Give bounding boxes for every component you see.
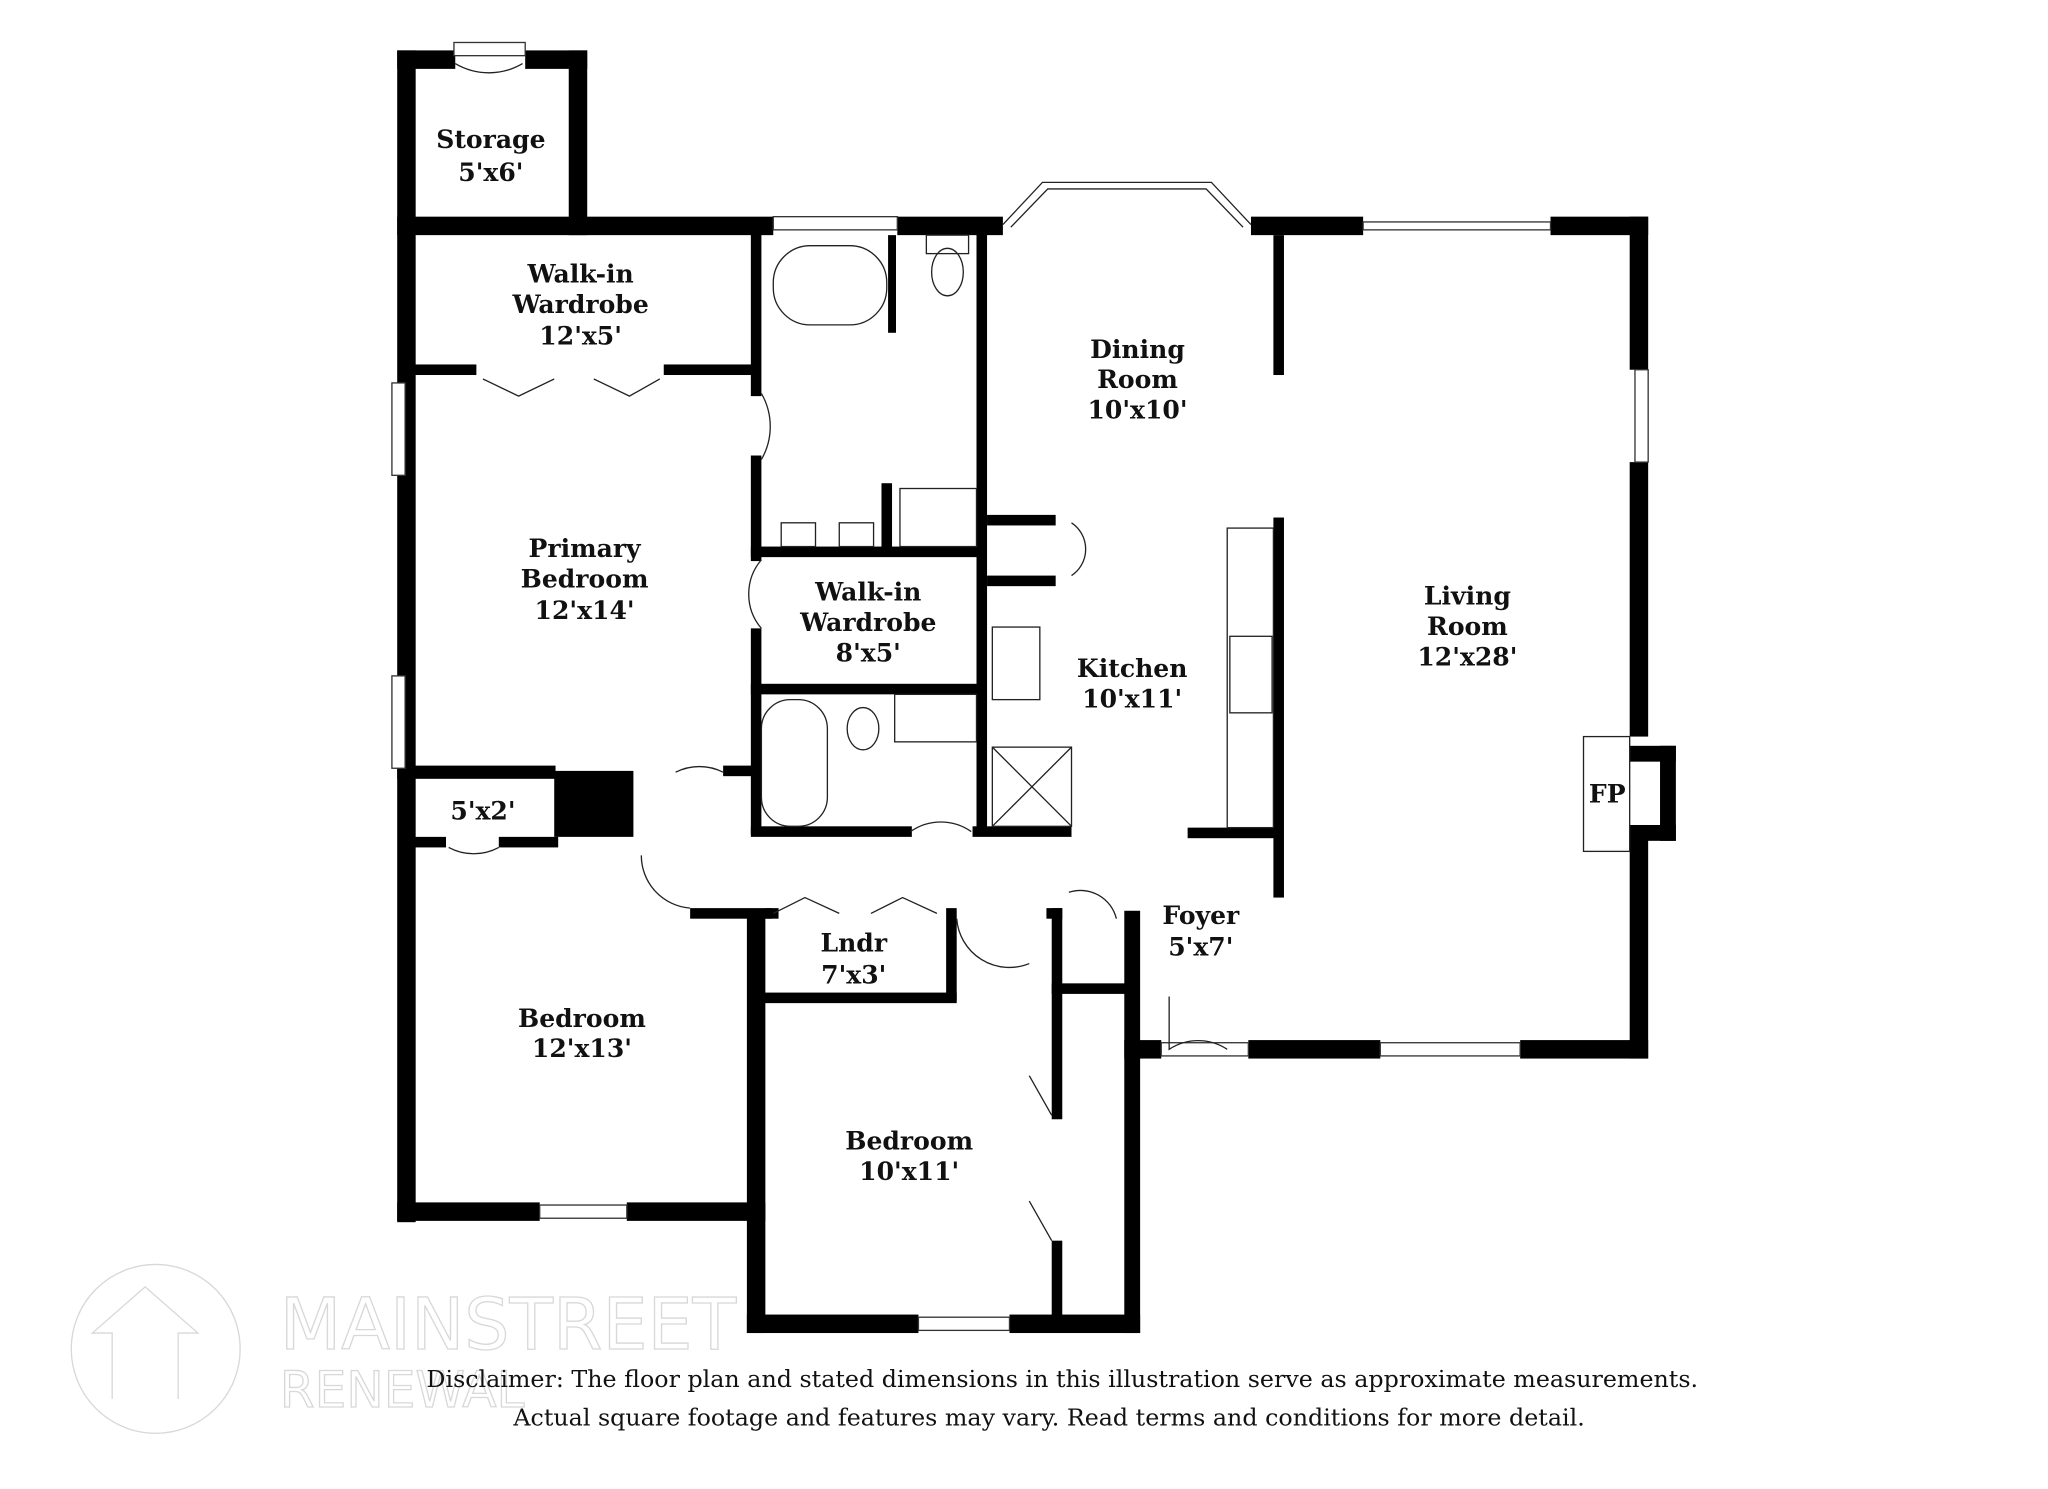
room-living: Living Room 12'x28' <box>1417 581 1517 672</box>
fireplace <box>1582 735 1631 853</box>
sink-icon <box>894 693 978 743</box>
room-name: Bedroom <box>521 563 649 593</box>
room-storage: Storage 5'x6' <box>436 124 545 187</box>
room-name: Bedroom <box>518 1003 646 1033</box>
fixtures <box>448 63 1631 1241</box>
room-dining: Dining Room 10'x10' <box>1087 334 1187 425</box>
room-size: 8'x5' <box>836 637 901 667</box>
room-name: Bedroom <box>845 1126 973 1156</box>
room-name: Walk-in <box>814 577 921 607</box>
room-size: 10'x10' <box>1087 395 1187 425</box>
kitchen-sink-icon <box>1229 635 1273 714</box>
room-name: Dining <box>1090 334 1185 364</box>
watermark-line1: MAINSTREET <box>280 1283 737 1366</box>
room-name: Foyer <box>1162 900 1240 930</box>
room-walk-in-wardrobe-primary: Walk-in Wardrobe 12'x5' <box>511 259 648 351</box>
closet-size: 5'x2' <box>450 796 515 826</box>
room-bedroom-1: Bedroom 12'x13' <box>518 1003 646 1063</box>
counter <box>1226 527 1275 829</box>
room-name: Room <box>1427 611 1508 641</box>
sink-icon <box>838 522 875 548</box>
room-name: Living <box>1424 581 1511 611</box>
room-size: 10'x11' <box>859 1156 959 1186</box>
sink-icon <box>780 522 817 548</box>
room-name: Wardrobe <box>511 289 648 319</box>
disclaimer: Disclaimer: The floor plan and stated di… <box>426 1365 1698 1431</box>
room-size: 12'x14' <box>535 595 635 625</box>
room-size: 12'x5' <box>539 321 622 351</box>
bathtub-icon <box>772 245 888 326</box>
bathtub-icon <box>760 698 829 827</box>
room-size: 5'x7' <box>1168 932 1233 962</box>
room-walk-in-wardrobe-small: Walk-in Wardrobe 8'x5' <box>799 577 936 668</box>
room-size: 10'x11' <box>1082 684 1182 714</box>
fridge-icon <box>991 746 1073 827</box>
toilet-icon <box>930 247 964 297</box>
room-name: Primary <box>529 533 643 563</box>
shower-icon <box>899 487 978 548</box>
room-primary-bedroom: Primary Bedroom 12'x14' <box>521 533 649 625</box>
room-size: 7'x3' <box>821 959 886 989</box>
disclaimer-line2: Actual square footage and features may v… <box>512 1403 1584 1431</box>
room-name: Room <box>1097 364 1178 394</box>
room-size: 12'x28' <box>1417 641 1517 671</box>
room-foyer: Foyer 5'x7' <box>1162 900 1240 962</box>
disclaimer-line1: Disclaimer: The floor plan and stated di… <box>426 1365 1698 1393</box>
room-name: Kitchen <box>1077 653 1188 683</box>
stove-icon <box>991 626 1041 701</box>
room-name: Wardrobe <box>799 607 936 637</box>
walls <box>397 50 1676 1334</box>
watermark-line2: RENEWAL <box>280 1360 525 1419</box>
room-bedroom-2: Bedroom 10'x11' <box>845 1126 973 1186</box>
room-size: 12'x13' <box>532 1033 632 1063</box>
room-name: Storage <box>436 124 545 154</box>
room-name: Walk-in <box>527 259 634 289</box>
fireplace-label: FP <box>1589 779 1626 809</box>
room-laundry: Lndr 7'x3' <box>820 928 887 990</box>
room-size: 5'x6' <box>458 157 523 187</box>
room-name: Lndr <box>820 928 887 958</box>
room-kitchen: Kitchen 10'x11' <box>1077 653 1188 713</box>
room-labels: Storage 5'x6' Walk-in Wardrobe 12'x5' Di… <box>436 124 1626 1186</box>
windows <box>391 41 1649 1332</box>
watermark-logo: MAINSTREET RENEWAL <box>70 1263 737 1434</box>
toilet-icon <box>846 706 880 751</box>
